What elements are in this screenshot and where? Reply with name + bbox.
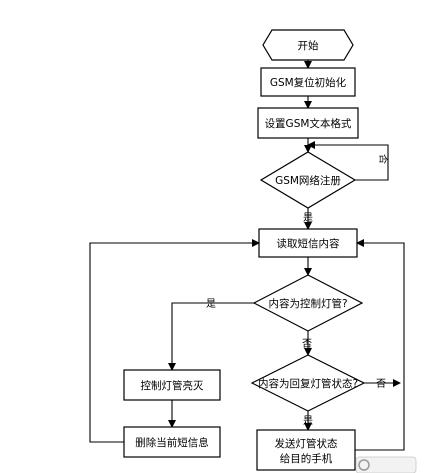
gsm-init-box — [260, 67, 356, 97]
reply-yes-label: 是 — [303, 415, 313, 427]
control-lamp-box — [123, 369, 221, 401]
arrow-send-loop-back — [355, 239, 405, 451]
reply-no-label: 否 — [376, 378, 386, 390]
gsm-text-mode-label: 设置GSM文本格式 — [265, 117, 352, 130]
start-label: 开始 — [298, 39, 319, 52]
control-lamp-label: 控制灯管亮灭 — [141, 379, 204, 392]
read-sms-label: 读取短信内容 — [277, 237, 340, 250]
gsm-register-label: GSM网络注册 — [275, 174, 341, 187]
start-node — [262, 29, 354, 61]
register-yes-label: 是 — [303, 212, 313, 224]
watermark-logo-icon — [358, 459, 370, 471]
delete-sms-label: 删除当前短信息 — [135, 436, 209, 449]
watermark-badge — [355, 456, 417, 473]
control-lamp-decision-label: 内容为控制灯管? — [268, 297, 347, 310]
gsm-init-label: GSM复位初始化 — [270, 76, 347, 89]
arrow-control-yes — [168, 302, 254, 371]
send-status-label-line1: 发送灯管状态 — [275, 437, 338, 450]
send-status-label-line2: 给目的手机 — [280, 452, 333, 465]
control-no-label: 否 — [302, 338, 312, 350]
arrow-register-no-loop — [307, 141, 389, 181]
gsm-text-mode-box — [257, 107, 359, 139]
control-yes-label: 是 — [206, 298, 216, 310]
reply-status-decision-label: 内容为回复灯管状态? — [258, 377, 358, 390]
register-no-label: 否 — [377, 154, 389, 164]
arrow-delete-loop-back — [89, 239, 260, 443]
